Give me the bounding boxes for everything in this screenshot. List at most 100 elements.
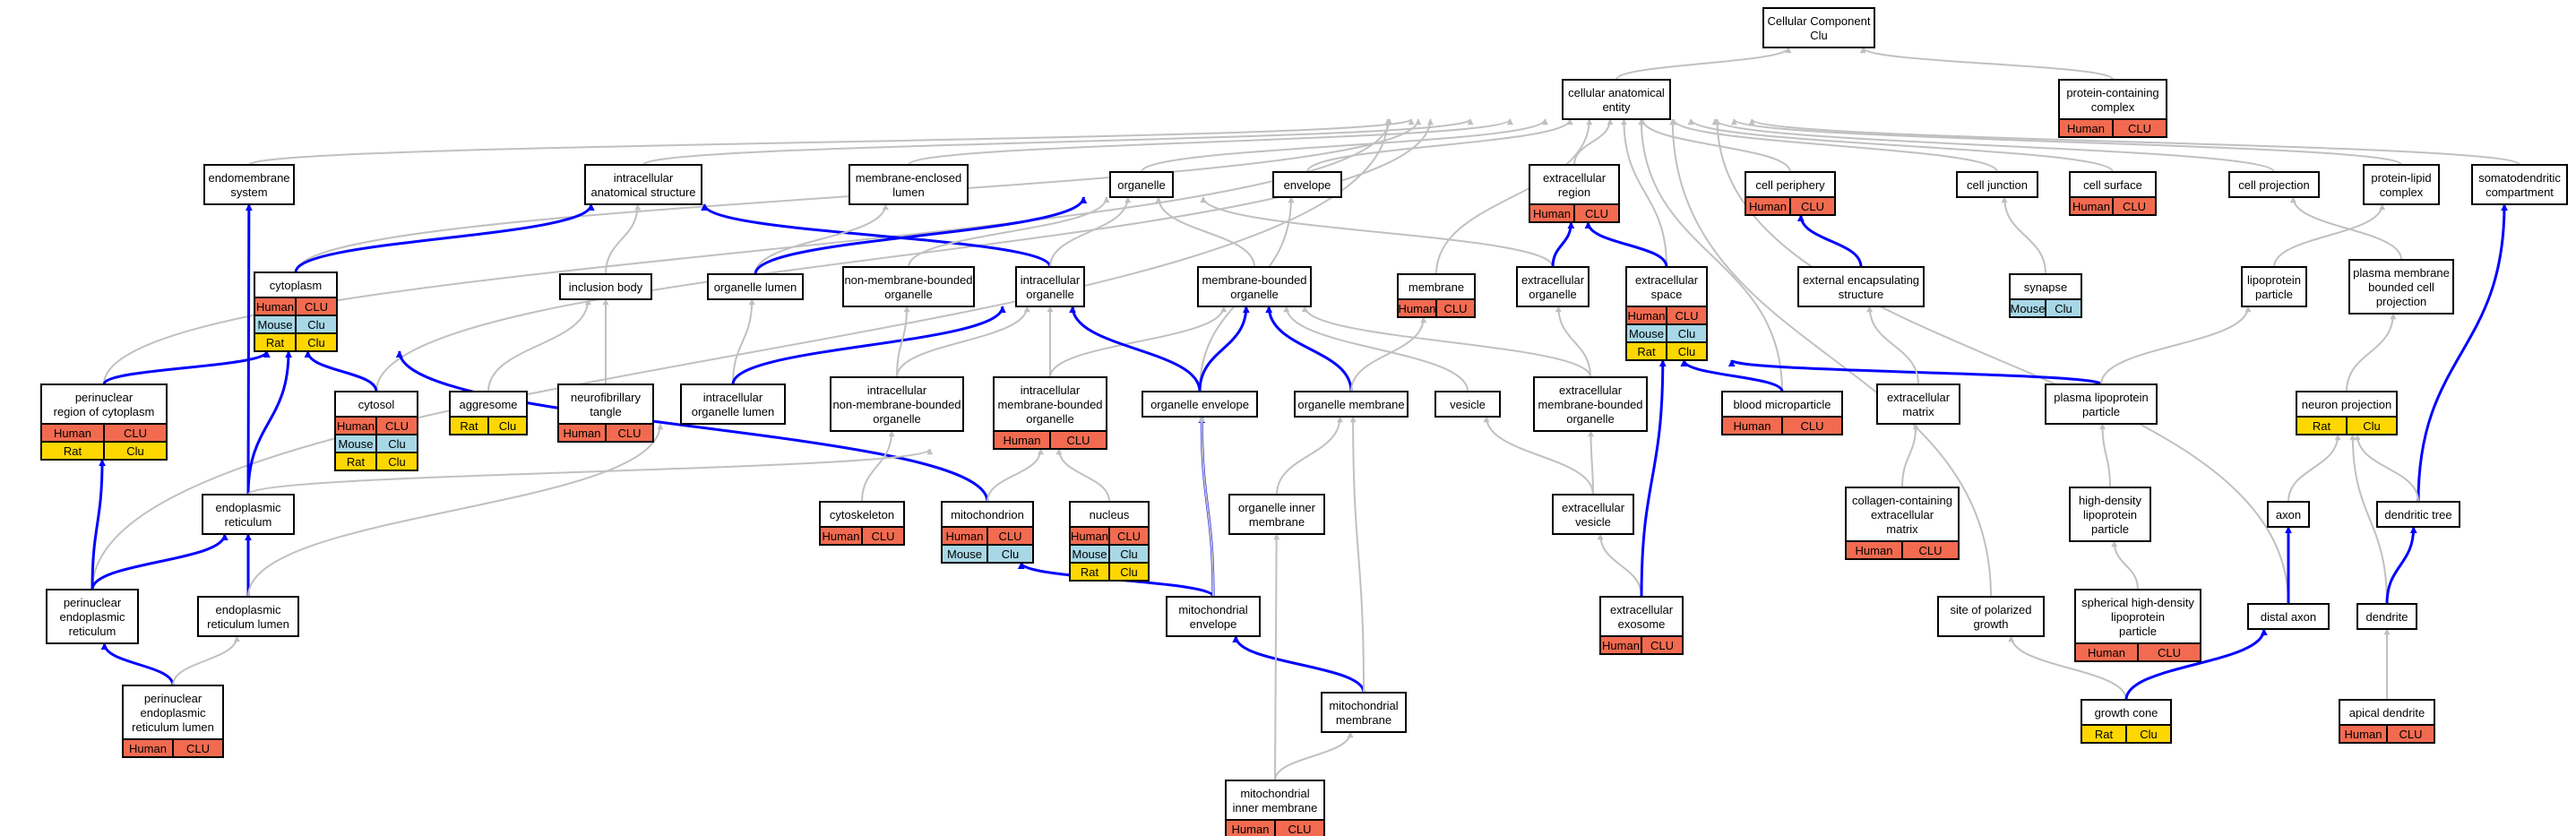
gene-label: Clu — [388, 455, 406, 469]
node-organelle-envelope[interactable]: organelle envelope — [1142, 391, 1258, 418]
node-cell-projection[interactable]: cell projection — [2228, 171, 2320, 198]
gene-label: Clu — [307, 318, 325, 332]
node-box — [46, 589, 139, 644]
edge-extracellular-exosome-to-extracellular-vesicle — [1597, 533, 1642, 598]
node-distal-axon[interactable]: distal axon — [2247, 603, 2330, 630]
node-organelle-membrane[interactable]: organelle membrane — [1294, 391, 1409, 418]
species-label: Rat — [1637, 345, 1656, 358]
node-label: membrane-bounded — [997, 398, 1102, 411]
node-box — [2241, 266, 2307, 307]
edge-cell-projection-to-cellular-anatomical-entity — [1711, 118, 2275, 173]
edge-mitochondrial-envelope-to-organelle-envelope — [1198, 416, 1214, 598]
edge-extracellular-organelle-to-organelle — [1200, 196, 1554, 268]
node-spherical-high-density-lipoprotein-particle[interactable]: spherical high-densitylipoproteinparticl… — [2074, 589, 2201, 662]
node-collagen-containing-extracellular-matrix[interactable]: collagen-containingextracellularmatrixHu… — [1845, 487, 1960, 560]
node-label: organelle — [1026, 412, 1074, 426]
node-label: vesicle — [1575, 515, 1611, 529]
node-vesicle[interactable]: vesicle — [1434, 391, 1501, 418]
gene-cell-rat — [1666, 341, 1708, 361]
edge-extracellular-vesicle-to-extracellular-membrane-bounded-organelle — [1587, 430, 1594, 496]
node-box — [1956, 171, 2038, 198]
node-label: site of polarized — [1950, 603, 2031, 616]
node-intracellular-membrane-bounded-organelle[interactable]: intracellularmembrane-boundedorganelleHu… — [993, 376, 1107, 450]
edge-organelle-lumen-to-organelle — [754, 196, 1088, 275]
node-label: endoplasmic — [60, 610, 125, 624]
node-box — [707, 273, 804, 300]
node-organelle-lumen[interactable]: organelle lumen — [707, 273, 804, 300]
node-label: cell surface — [2083, 178, 2142, 192]
node-label: cellular anatomical — [1568, 86, 1665, 99]
node-label: endoplasmic — [141, 706, 206, 720]
node-organelle[interactable]: organelle — [1109, 171, 1174, 198]
gene-label: Clu — [1678, 345, 1696, 358]
edge-vesicle-to-membrane-bounded-organelle — [1283, 306, 1469, 392]
gene-cell-rat — [487, 416, 528, 435]
edge-cytosol-to-cellular-anatomical-entity — [375, 118, 1434, 392]
node-inclusion-body[interactable]: inclusion body — [559, 273, 652, 300]
species-label: Human — [1071, 530, 1108, 543]
node-dendrite[interactable]: dendrite — [2356, 603, 2417, 630]
node-dendritic-tree[interactable]: dendritic tree — [2376, 501, 2460, 528]
gene-label: Clu — [2363, 419, 2381, 433]
gene-label: CLU — [1675, 309, 1698, 323]
gene-label: CLU — [2128, 122, 2151, 135]
node-envelope[interactable]: envelope — [1272, 171, 1342, 198]
node-box — [1142, 391, 1258, 418]
node-label: membrane-enclosed — [856, 171, 962, 185]
edge-extracellular-region-to-cellular-anatomical-entity — [1573, 118, 1614, 166]
node-axon[interactable]: axon — [2267, 501, 2310, 528]
node-label: particle — [2255, 288, 2293, 301]
node-intracellular-non-membrane-bounded-organelle[interactable]: intracellularnon-membrane-boundedorganel… — [830, 376, 964, 432]
node-cell-junction[interactable]: cell junction — [1956, 171, 2038, 198]
